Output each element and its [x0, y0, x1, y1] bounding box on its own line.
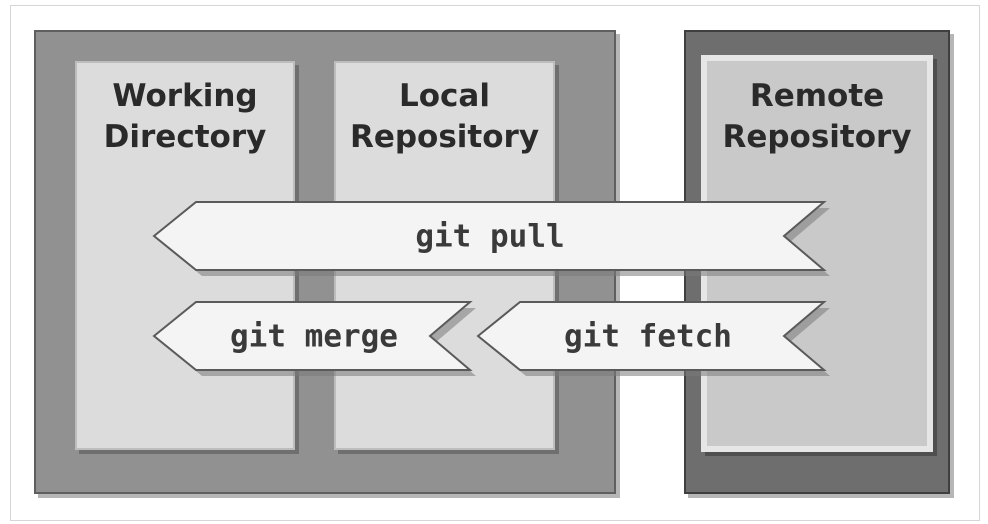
git-merge-arrow-body [152, 301, 473, 371]
remote-repository-label-line-2: Repository [722, 119, 912, 155]
working-directory-label: Working Directory [85, 76, 285, 158]
working-directory-label-line-2: Directory [103, 119, 267, 155]
git-pull-arrow-body [152, 201, 827, 271]
remote-repository-panel [701, 55, 933, 452]
remote-repository-label-line-1: Remote [749, 78, 885, 114]
local-repository-label-line-1: Local [399, 78, 490, 114]
git-merge-label: git merge [230, 319, 398, 355]
local-repository-label-line-2: Repository [349, 119, 540, 155]
working-directory-label-line-1: Working [112, 78, 258, 114]
git-fetch-arrow-body [476, 301, 827, 371]
git-fetch-label: git fetch [564, 319, 732, 355]
remote-repository-label: Remote Repository [701, 76, 933, 158]
local-repository-label: Local Repository [334, 76, 555, 158]
git-pull-label: git pull [415, 219, 564, 255]
